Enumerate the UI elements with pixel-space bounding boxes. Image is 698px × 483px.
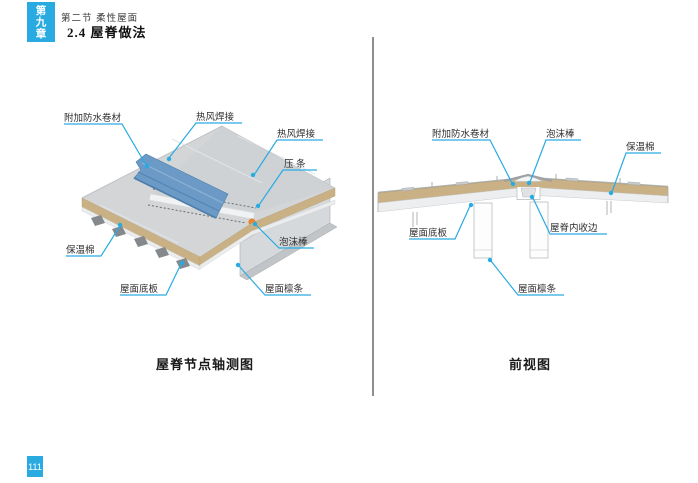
label-additional-waterproof-membrane: 附加防水卷材 bbox=[432, 128, 490, 140]
label-foam-rod: 泡沫棒 bbox=[546, 128, 575, 140]
leader-dots bbox=[468, 180, 614, 263]
purlins-front bbox=[473, 201, 549, 259]
chapter-badge: 第九章 bbox=[27, 2, 55, 42]
label-hot-air-weld-1: 热风焊接 bbox=[196, 111, 235, 123]
weld-stitch-line bbox=[147, 204, 247, 224]
page-number-badge: 111 bbox=[27, 456, 43, 477]
leader-dots bbox=[117, 156, 261, 268]
label-roof-liner: 屋面底板 bbox=[120, 283, 159, 295]
caption-axonometric: 屋脊节点轴测图 bbox=[155, 357, 254, 372]
figure-divider bbox=[372, 37, 374, 396]
label-insulation: 保温棉 bbox=[626, 141, 655, 153]
leader-lines bbox=[409, 139, 661, 296]
caption-front-view: 前视图 bbox=[508, 357, 551, 372]
label-hot-air-weld-2: 热风焊接 bbox=[277, 128, 316, 140]
page-title: 2.4 屋脊做法 bbox=[67, 25, 147, 40]
label-roof-purlin: 屋面檩条 bbox=[265, 283, 304, 295]
fastener-screws bbox=[412, 201, 612, 227]
figure-front-view: 附加防水卷材 泡沫棒 保温棉 屋面底板 屋脊内收边 屋面檩条 bbox=[377, 128, 669, 296]
label-roof-liner: 屋面底板 bbox=[409, 227, 448, 239]
seam-pins bbox=[431, 174, 621, 188]
breadcrumb: 第二节 柔性屋面 bbox=[61, 13, 139, 24]
label-insulation: 保温棉 bbox=[66, 244, 95, 256]
label-foam-rod: 泡沫棒 bbox=[279, 236, 308, 248]
waterproof-membrane-3d bbox=[133, 153, 229, 219]
label-batten: 压 条 bbox=[284, 158, 306, 170]
label-roof-purlin: 屋面檩条 bbox=[518, 283, 557, 295]
label-additional-waterproof-membrane: 附加防水卷材 bbox=[64, 112, 122, 124]
label-ridge-inner-trim: 屋脊内收边 bbox=[550, 222, 598, 234]
seam-clips bbox=[401, 177, 641, 192]
figure-axonometric-ridge: 附加防水卷材 热风焊接 热风焊接 压 条 泡沫棒 保温棉 屋面底板 屋面檩条 bbox=[64, 111, 338, 296]
leader-lines bbox=[64, 122, 323, 296]
ridge-inner-flashing bbox=[516, 187, 541, 200]
